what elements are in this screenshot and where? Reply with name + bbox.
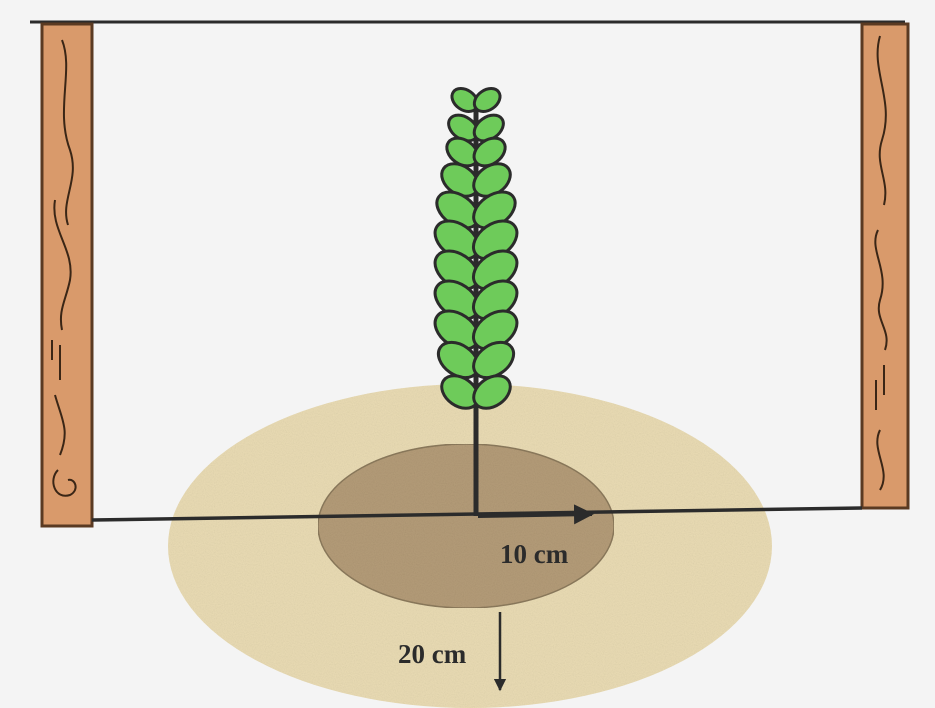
inner-soil-area — [318, 444, 614, 608]
radius-label: 10 cm — [500, 539, 569, 569]
right-post-icon — [862, 24, 908, 508]
depth-label: 20 cm — [398, 639, 467, 669]
radius-arrow — [478, 514, 592, 516]
left-post-icon — [42, 24, 92, 526]
